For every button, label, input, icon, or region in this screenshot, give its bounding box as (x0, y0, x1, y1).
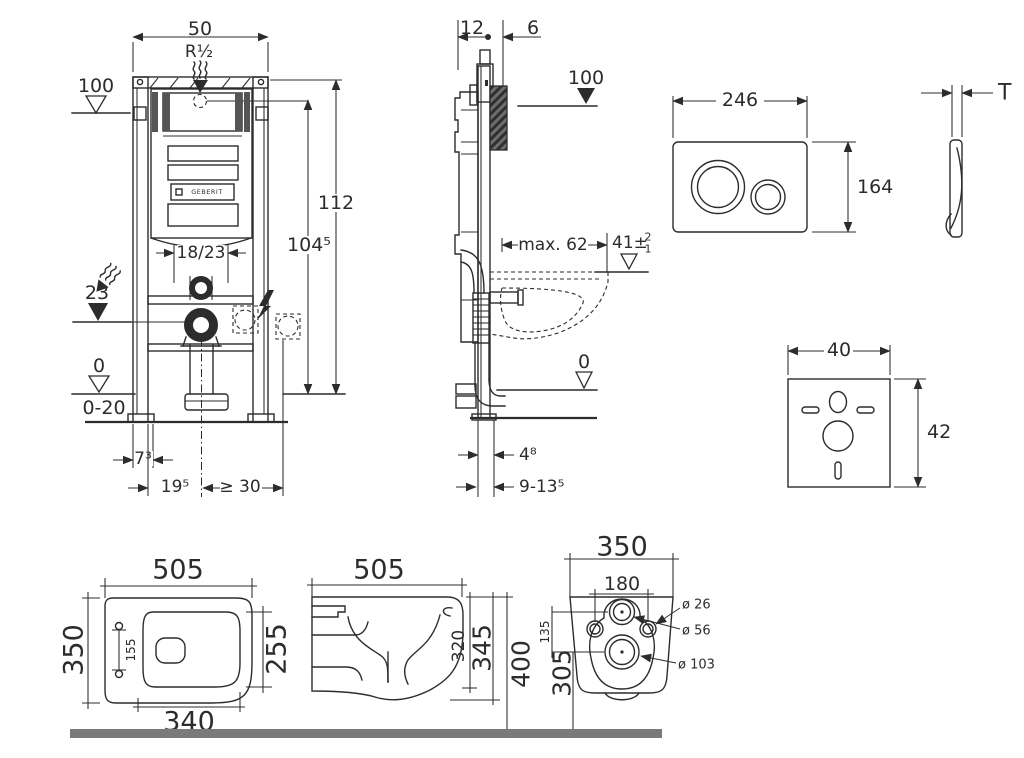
cistern-profile (454, 91, 479, 343)
level-0-label: 0 (93, 355, 105, 377)
pan-side-view: 505 320 345 400 (307, 555, 536, 732)
flush-bend-clamp (184, 308, 218, 342)
corrugated-connector (472, 292, 490, 344)
dim-height-total: 400 (507, 640, 536, 688)
level-0-label: 0 (578, 351, 590, 373)
dim-plate-width: 246 (722, 89, 758, 111)
dim-hole-span: 155 (124, 639, 138, 662)
brand-plate (170, 183, 235, 201)
dim-rear-hole-span: 180 (604, 573, 640, 595)
floor-bar (70, 729, 662, 738)
pan-rear-view: 350 180 ø 26 ø 56 ø 103 135 305 (538, 532, 715, 731)
level-23-label: 23 (85, 282, 109, 304)
fixing-hole-left (586, 620, 604, 638)
level-marker-hollow (619, 253, 639, 271)
drain-elbow (184, 393, 229, 411)
sound-pad (787, 378, 891, 488)
flush-valve-unit (162, 92, 243, 132)
dim-height-total: 112 (318, 192, 354, 214)
dim-height-inner: 104⁵ (287, 234, 331, 256)
wall-bracket (489, 85, 508, 151)
dia-outlet-label: ø 103 (678, 658, 715, 673)
dim-rear-width: 350 (596, 532, 648, 563)
level-100-label: 100 (568, 67, 604, 89)
label-water-thread: R½ (185, 42, 213, 62)
dim-wall-gap: 4⁸ (519, 445, 537, 465)
protection-panel-row (167, 164, 239, 181)
dim-finish-range: 9-13⁵ (519, 477, 564, 497)
flush-plate (672, 141, 808, 233)
knockout-circle (234, 309, 256, 331)
dim-pad-width: 40 (827, 339, 851, 361)
dim-bowl-level: 41± (612, 233, 648, 253)
flush-button-large (690, 159, 746, 215)
flush-plate-front-view: 246 164 (672, 89, 893, 233)
seat-opening (142, 611, 241, 688)
cistern-body (150, 88, 253, 239)
frame-front-view: 50 R½ GEBERIT (71, 18, 355, 497)
knockout-circle (277, 315, 299, 337)
flush-plate-side-view: T (921, 81, 1012, 238)
level-marker-hollow (87, 375, 111, 394)
dim-pan-depth: 350 (59, 624, 90, 676)
supply-connection (189, 276, 213, 300)
dim-bowl-tol-minus: 1 (645, 243, 652, 256)
dim-pan-width: 505 (152, 555, 204, 586)
dim-plate-height: 164 (857, 176, 893, 198)
dim-pan-depth-side: 505 (353, 555, 405, 586)
pan-body-top (104, 597, 253, 704)
outlet-hole (604, 634, 640, 670)
flush-pipe-knockout (192, 93, 208, 109)
dia-mid-label: ø 56 (682, 624, 711, 639)
dim-drain-offset: 19⁵ (161, 477, 189, 497)
pan-top-view: 505 350 255 155 340 (59, 555, 293, 738)
dim-bowl-tol-plus: 2 (645, 231, 652, 244)
rail-profile (477, 65, 491, 419)
level-100-label: 100 (78, 75, 114, 97)
hot-water-icon-small (96, 262, 121, 292)
sound-insulation-pad-view: 40 42 (787, 339, 951, 488)
dim-foot-offset: 7³ (134, 449, 152, 469)
dim-plate-thickness: T (997, 81, 1012, 106)
dim-rail-depth: 12 (460, 17, 484, 39)
dia-small-label: ø 26 (682, 598, 711, 613)
water-area (155, 637, 186, 664)
pan-body-rear (569, 596, 674, 694)
wc-pan-outline-dashed (489, 271, 609, 340)
brand-label: GEBERIT (191, 188, 223, 196)
dim-height-body: 345 (468, 624, 497, 672)
dim-frame-width: 50 (188, 18, 212, 40)
frame-rail-left (132, 76, 149, 423)
dim-height-inner: 320 (449, 630, 469, 662)
dim-front-depth: 6 (527, 17, 539, 39)
frame-side-view: 12 6 (454, 17, 652, 497)
level-marker-filled (577, 88, 595, 104)
dim-supply-range: 18/23 (177, 243, 226, 263)
dim-centre-span: 135 (538, 621, 552, 644)
protection-panel-row (167, 145, 239, 162)
flush-button-small (750, 179, 786, 215)
outlet-spigot (489, 291, 519, 304)
plate-profile (949, 139, 963, 238)
level-marker-hollow (574, 371, 594, 390)
level-marker-hollow (84, 95, 108, 115)
protection-panel-row (167, 203, 239, 227)
inlet-hole (608, 598, 636, 626)
electric-bolt-icon (257, 290, 274, 320)
floor-range-label: 0-20 (82, 397, 125, 419)
pan-body-side (311, 596, 464, 701)
dim-outlet-height: 305 (548, 649, 577, 697)
dim-outlet-max: max. 62 (518, 235, 587, 255)
dim-seat-depth: 255 (262, 623, 293, 675)
frame-rail-right (252, 76, 269, 423)
dim-pad-height: 42 (927, 421, 951, 443)
dim-clearance: ≥ 30 (219, 477, 260, 497)
level-marker-filled (88, 303, 108, 321)
